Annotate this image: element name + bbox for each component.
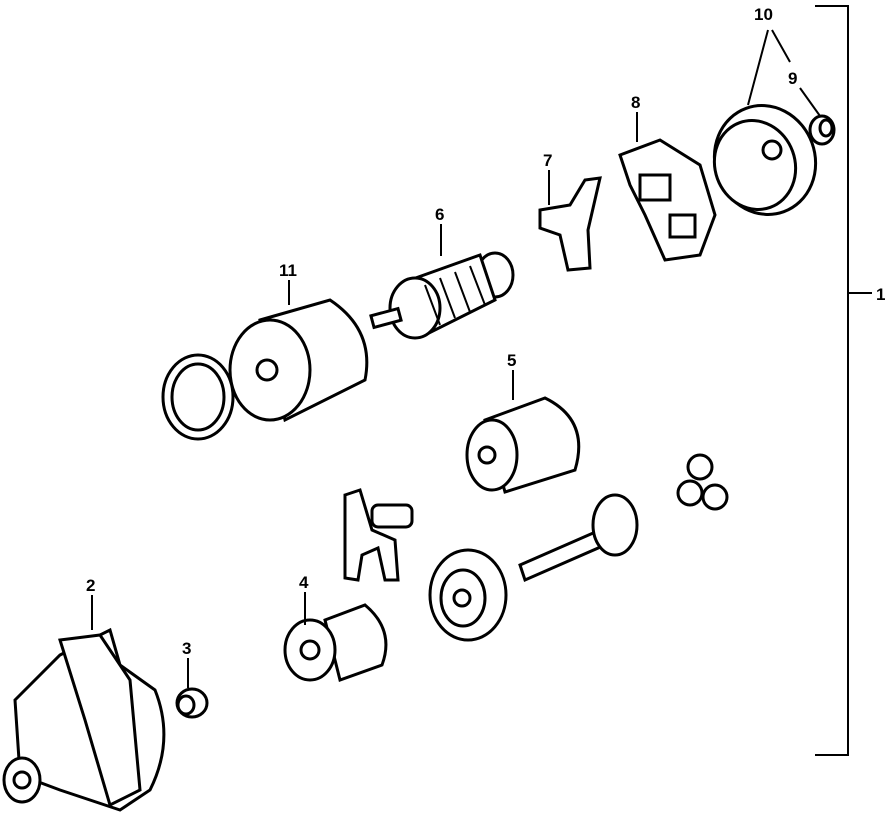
part-8-brush-holder: [618, 138, 717, 262]
callout-6: 6: [435, 205, 444, 224]
part-4-pinion-gear: [283, 603, 388, 682]
callout-8: 8: [631, 93, 640, 112]
part-10-end-frame: [712, 104, 818, 216]
callout-9: 9: [788, 69, 797, 88]
part-3-bushing: [175, 687, 209, 719]
part-11-field-frame: [161, 298, 369, 441]
callout-3: 3: [182, 639, 191, 658]
part-6-armature: [369, 251, 515, 340]
callout-labels: 10 9 8 7 6 11 5 4 3 2 1: [86, 5, 885, 658]
callout-10: 10: [754, 5, 773, 24]
callout-2: 2: [86, 576, 95, 595]
planetary-gears: [676, 453, 729, 511]
callout-7: 7: [543, 151, 552, 170]
part-2-drive-housing: [2, 627, 166, 812]
clutch-and-shaft: [428, 493, 639, 642]
part-7-brush: [538, 176, 602, 272]
callout-4: 4: [299, 573, 309, 592]
callout-11: 11: [279, 261, 297, 280]
part-9-bushing: [808, 114, 836, 146]
assembly-bracket: [815, 5, 872, 756]
leader-lines: [91, 29, 821, 688]
callout-5: 5: [507, 351, 516, 370]
shift-lever: [343, 488, 414, 582]
callout-1: 1: [876, 285, 885, 304]
part-5-solenoid: [465, 396, 581, 494]
